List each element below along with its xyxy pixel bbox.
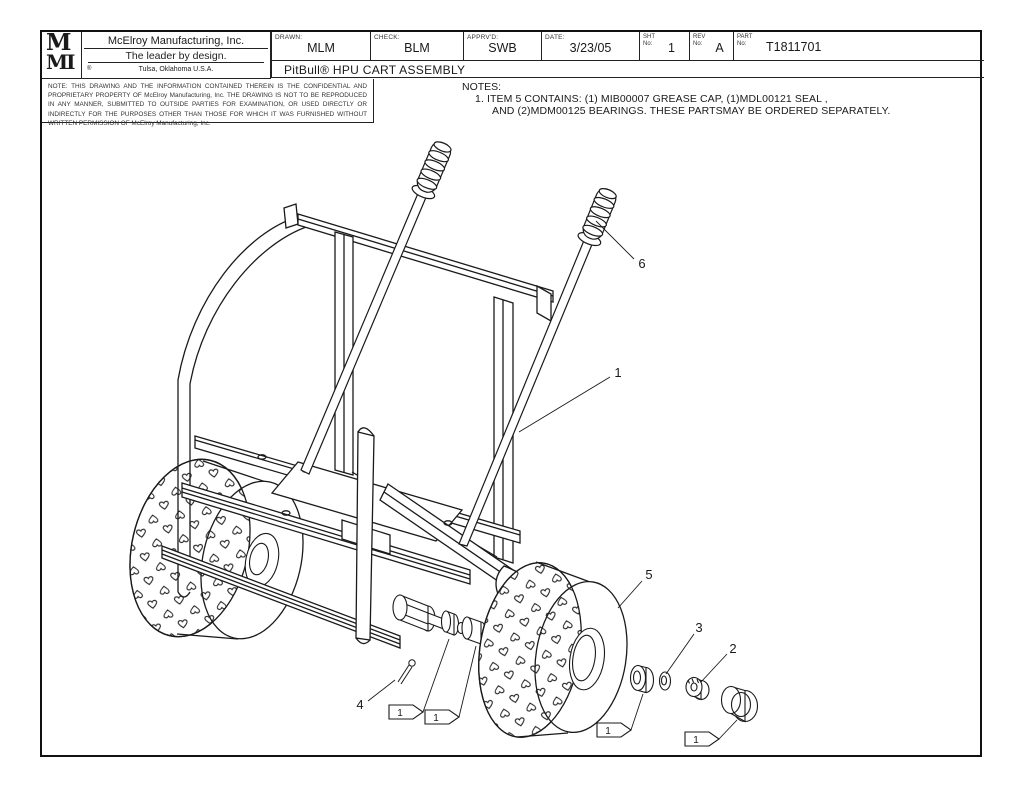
- callout-item-3: 3: [695, 620, 702, 635]
- field-date-value: 3/23/05: [569, 41, 612, 55]
- cart-assembly-drawing: 1 2 3 4 5 6 1 1 1: [129, 141, 759, 747]
- svg-text:1: 1: [605, 726, 611, 737]
- svg-text:1: 1: [433, 713, 439, 724]
- left-handle-grip: [411, 141, 452, 200]
- drawing-border: M MI McElroy Manufacturing, Inc. The lea…: [40, 29, 984, 757]
- axle-assembly: [392, 594, 487, 685]
- notes-item1-line1: 1. ITEM 5 CONTAINS: (1) MIB00007 GREASE …: [475, 93, 828, 105]
- notes-block: NOTES: 1. ITEM 5 CONTAINS: (1) MIB00007 …: [462, 81, 890, 117]
- field-part-label: PART No:: [737, 34, 753, 47]
- right-wheel-bore: [568, 627, 606, 691]
- hub-parts: [629, 664, 759, 723]
- callouts: [367, 220, 738, 740]
- registered-trademark-icon: ®: [87, 66, 92, 72]
- axle-hub: [392, 594, 408, 621]
- field-rev-value: A: [715, 41, 724, 55]
- confidentiality-note: NOTE: THIS DRAWING AND THE INFORMATION C…: [42, 79, 374, 127]
- field-date: DATE: 3/23/05: [541, 32, 639, 60]
- field-sht: SHT No: 1: [639, 32, 689, 60]
- callout-item-6: 6: [638, 256, 645, 271]
- cotter-pin: [397, 659, 416, 685]
- logo-bottom-text: MI: [46, 50, 76, 74]
- part-flag: 1: [424, 709, 460, 725]
- field-apprvd-label: APPRV'D:: [467, 34, 499, 41]
- callout-item-1: 1: [614, 365, 621, 380]
- handles: [300, 141, 617, 547]
- part-flag: 1: [388, 704, 424, 720]
- company-tagline: The leader by design.: [88, 49, 264, 63]
- seal: [658, 671, 672, 691]
- field-check-label: CHECK:: [374, 34, 400, 41]
- part-flags: 1 1 1 1: [388, 704, 720, 747]
- part-flag: 1: [684, 731, 720, 747]
- company-block-bottom-rule: [42, 78, 271, 79]
- svg-text:1: 1: [693, 735, 699, 746]
- mcelroy-logo: M MI: [42, 29, 82, 78]
- field-drawn-label: DRAWN:: [275, 34, 303, 41]
- company-location-row: ® Tulsa, Oklahoma U.S.A.: [82, 63, 270, 76]
- field-rev: REV No: A: [689, 32, 733, 60]
- part-flag: 1: [596, 722, 632, 738]
- logo-top-text: M: [46, 29, 71, 56]
- axle-washer: [440, 610, 452, 633]
- bearing: [629, 664, 655, 694]
- field-apprvd-value: SWB: [488, 41, 517, 55]
- notes-heading: NOTES:: [462, 81, 502, 93]
- field-rev-label: REV No:: [693, 34, 706, 47]
- company-block: McElroy Manufacturing, Inc. The leader b…: [82, 32, 271, 78]
- field-check: CHECK: BLM: [370, 32, 463, 60]
- field-drawn-value: MLM: [307, 41, 335, 55]
- company-name: McElroy Manufacturing, Inc.: [84, 32, 268, 49]
- field-drawn: DRAWN: MLM: [271, 32, 370, 60]
- callout-item-2: 2: [729, 641, 736, 656]
- grease-cap: [720, 685, 759, 723]
- field-apprvd: APPRV'D: SWB: [463, 32, 541, 60]
- axle-spacer: [461, 616, 473, 640]
- castle-nut: [685, 676, 710, 701]
- callout-item-4: 4: [356, 697, 363, 712]
- field-date-label: DATE:: [545, 34, 565, 41]
- field-sht-label: SHT No:: [643, 34, 655, 47]
- right-tire: [478, 561, 628, 738]
- callout-labels: 1 2 3 4 5 6: [356, 256, 736, 712]
- field-check-value: BLM: [404, 41, 430, 55]
- callout-item-5: 5: [645, 567, 652, 582]
- svg-text:1: 1: [397, 708, 403, 719]
- field-part: PART No: T1811701: [733, 32, 984, 60]
- notes-item1-line2: AND (2)MDM00125 BEARINGS. THESE PARTSMAY…: [492, 105, 891, 117]
- field-sht-value: 1: [668, 41, 675, 55]
- field-part-value: T1811701: [766, 40, 822, 54]
- drawing-title: PitBull® HPU CART ASSEMBLY: [271, 60, 984, 78]
- company-location: Tulsa, Oklahoma U.S.A.: [138, 66, 214, 73]
